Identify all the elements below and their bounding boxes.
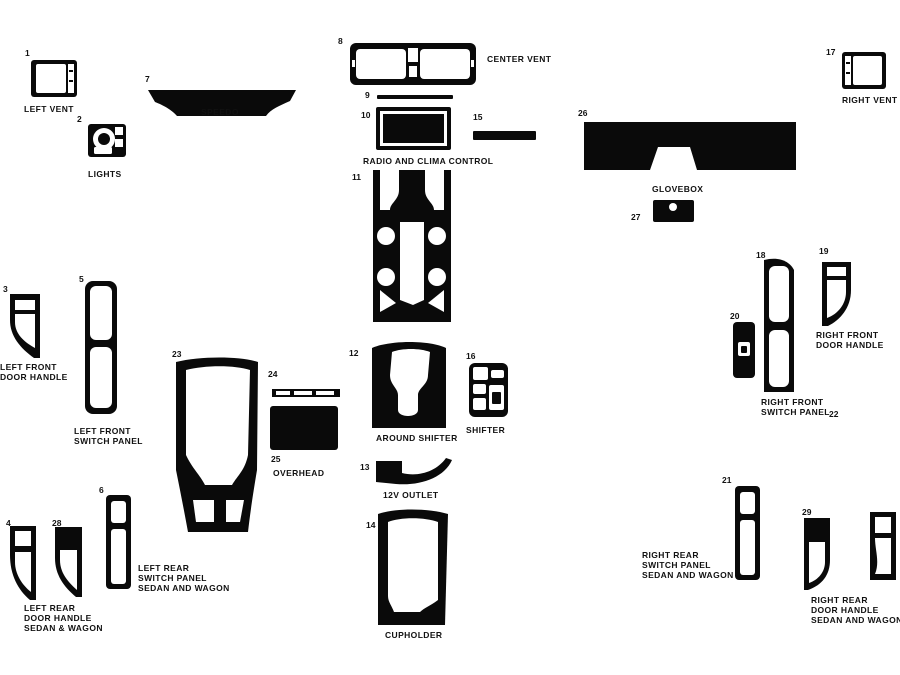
label-line: DOOR HANDLE bbox=[0, 372, 68, 382]
part-12v-outlet bbox=[376, 458, 452, 485]
label-line: SWITCH PANEL bbox=[138, 573, 207, 583]
part-number: 14 bbox=[366, 520, 376, 530]
label-line: SWITCH PANEL bbox=[74, 436, 143, 446]
part-left-vent bbox=[31, 60, 77, 97]
part-lights bbox=[88, 124, 126, 157]
label-line: SEDAN AND WAGON bbox=[811, 615, 900, 625]
label-around-shifter: AROUND SHIFTER bbox=[376, 433, 458, 443]
part-number: 23 bbox=[172, 349, 182, 359]
label-center-vent: CENTER VENT bbox=[487, 54, 552, 64]
label-line: LEFT REAR bbox=[24, 603, 76, 613]
part-number: 20 bbox=[730, 311, 740, 321]
label-line: RIGHT FRONT bbox=[816, 330, 879, 340]
part-number: 8 bbox=[338, 36, 343, 46]
part-left-front-door-handle bbox=[10, 294, 40, 358]
label-right-rear-door-handle: RIGHT REAR DOOR HANDLE SEDAN AND WAGON bbox=[811, 595, 900, 625]
part-radio-clima bbox=[376, 107, 451, 150]
label-left-vent: LEFT VENT bbox=[24, 104, 74, 114]
label-left-front-switch-panel: LEFT FRONT SWITCH PANEL bbox=[74, 426, 143, 446]
label-line: RIGHT FRONT bbox=[761, 397, 824, 407]
part-29 bbox=[804, 518, 830, 590]
label-glovebox: GLOVEBOX bbox=[652, 184, 704, 194]
part-number: 15 bbox=[473, 112, 483, 122]
part-27 bbox=[653, 200, 694, 222]
label-radio-clima: RADIO AND CLIMA CONTROL bbox=[363, 156, 494, 166]
part-number: 11 bbox=[352, 172, 361, 182]
label-line: SWITCH PANEL bbox=[761, 407, 830, 417]
part-number: 21 bbox=[722, 475, 732, 485]
part-number: 13 bbox=[360, 462, 370, 472]
part-center-vent bbox=[350, 43, 476, 85]
part-number: 26 bbox=[578, 108, 588, 118]
part-number: 3 bbox=[3, 284, 8, 294]
label-overhead: OVERHEAD bbox=[273, 468, 325, 478]
part-shifter bbox=[469, 363, 508, 417]
part-number: 18 bbox=[756, 250, 766, 260]
label-right-rear-switch-panel: RIGHT REAR SWITCH PANEL SEDAN AND WAGON bbox=[642, 550, 734, 580]
label-line: DOOR HANDLE bbox=[811, 605, 879, 615]
part-number: 4 bbox=[6, 518, 11, 528]
label-right-vent: RIGHT VENT bbox=[842, 95, 898, 105]
part-number: 6 bbox=[99, 485, 104, 495]
part-speedo bbox=[148, 90, 296, 116]
label-right-front-switch-panel: RIGHT FRONT SWITCH PANEL bbox=[761, 397, 830, 417]
part-number: 25 bbox=[271, 454, 281, 464]
part-11-console bbox=[373, 170, 451, 322]
label-line: LEFT FRONT bbox=[0, 362, 57, 372]
label-speedo: SPEEDO bbox=[201, 107, 239, 117]
part-number: 28 bbox=[52, 518, 62, 528]
part-left-front-switch-panel bbox=[85, 281, 117, 414]
part-left-rear-switch-panel bbox=[106, 495, 131, 589]
part-right-rear-switch-panel bbox=[735, 486, 760, 580]
label-line: SWITCH PANEL bbox=[642, 560, 711, 570]
part-number: 19 bbox=[819, 246, 829, 256]
label-line: SEDAN AND WAGON bbox=[642, 570, 734, 580]
part-number: 5 bbox=[79, 274, 84, 284]
part-number: 9 bbox=[365, 90, 370, 100]
label-line: RIGHT REAR bbox=[642, 550, 699, 560]
part-28 bbox=[55, 527, 82, 597]
label-left-front-door-handle: LEFT FRONT DOOR HANDLE bbox=[0, 362, 68, 382]
label-cupholder: CUPHOLDER bbox=[385, 630, 443, 640]
part-20 bbox=[733, 322, 755, 378]
part-15-strip bbox=[473, 131, 536, 140]
part-right-front-door-handle bbox=[822, 262, 851, 326]
part-29-b bbox=[870, 512, 896, 580]
part-number: 17 bbox=[826, 47, 836, 57]
part-number: 12 bbox=[349, 348, 359, 358]
part-number: 29 bbox=[802, 507, 812, 517]
label-lights: LIGHTS bbox=[88, 169, 122, 179]
part-number: 7 bbox=[145, 74, 150, 84]
label-line: RIGHT REAR bbox=[811, 595, 868, 605]
part-23 bbox=[176, 357, 258, 532]
part-left-rear-door-handle bbox=[10, 526, 36, 600]
label-12v-outlet: 12V OUTLET bbox=[383, 490, 439, 500]
part-cupholder bbox=[378, 509, 448, 625]
label-left-rear-switch-panel: LEFT REAR SWITCH PANEL SEDAN AND WAGON bbox=[138, 563, 230, 593]
label-line: SEDAN AND WAGON bbox=[138, 583, 230, 593]
label-line: DOOR HANDLE bbox=[24, 613, 92, 623]
part-overhead bbox=[270, 406, 338, 450]
part-9-strip bbox=[377, 95, 453, 99]
label-line: LEFT FRONT bbox=[74, 426, 131, 436]
part-right-vent bbox=[842, 52, 886, 89]
part-24 bbox=[272, 389, 340, 397]
label-shifter: SHIFTER bbox=[466, 425, 506, 435]
part-number: 24 bbox=[268, 369, 278, 379]
part-number: 10 bbox=[361, 110, 371, 120]
label-line: DOOR HANDLE bbox=[816, 340, 884, 350]
part-number: 16 bbox=[466, 351, 476, 361]
part-number: 2 bbox=[77, 114, 82, 124]
part-right-front-switch-panel bbox=[764, 258, 794, 392]
part-glovebox bbox=[584, 122, 796, 170]
part-number: 22 bbox=[829, 409, 839, 419]
part-number: 27 bbox=[631, 212, 641, 222]
label-line: LEFT REAR bbox=[138, 563, 190, 573]
label-right-front-door-handle: RIGHT FRONT DOOR HANDLE bbox=[816, 330, 884, 350]
part-around-shifter bbox=[372, 342, 446, 428]
label-left-rear-door-handle: LEFT REAR DOOR HANDLE SEDAN & WAGON bbox=[24, 603, 103, 633]
part-number: 1 bbox=[25, 48, 30, 58]
label-line: SEDAN & WAGON bbox=[24, 623, 103, 633]
